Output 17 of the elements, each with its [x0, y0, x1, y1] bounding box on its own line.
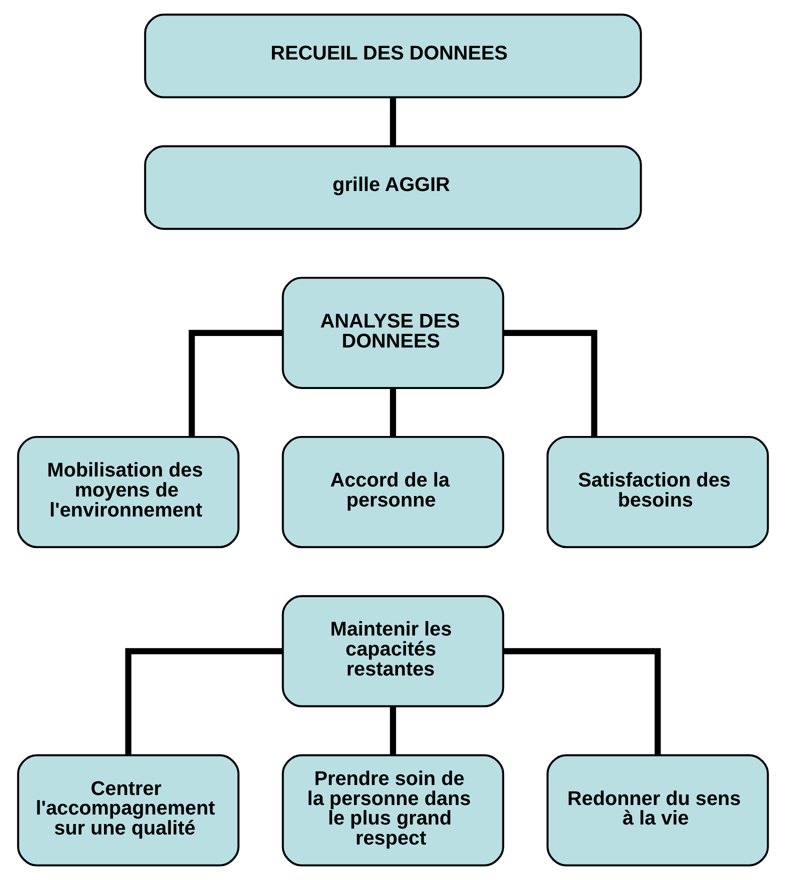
node-box: Redonner du sens à la vie [546, 754, 768, 866]
connector [188, 330, 282, 437]
node-box: RECUEIL DES DONNEES [144, 14, 642, 98]
connector [389, 706, 396, 756]
node-box: Satisfaction des besoins [546, 436, 768, 548]
node-box: Accord de la personne [281, 436, 504, 548]
node-box: grille AGGIR [144, 145, 642, 230]
node-box: ANALYSE DES DONNEES [281, 276, 504, 389]
node-box: Maintenir les capacités restantes [281, 595, 504, 708]
connector [503, 330, 597, 437]
connector [389, 98, 396, 146]
node-box: Mobilisation des moyens de l'environnement [16, 436, 239, 548]
node-box: Centrer l'accompagnement sur une qualité [16, 754, 239, 866]
node-box: Prendre soin de la personne dans le plus grand respect [281, 754, 504, 866]
connector [124, 648, 282, 756]
connector [389, 388, 396, 437]
connector [502, 648, 660, 756]
